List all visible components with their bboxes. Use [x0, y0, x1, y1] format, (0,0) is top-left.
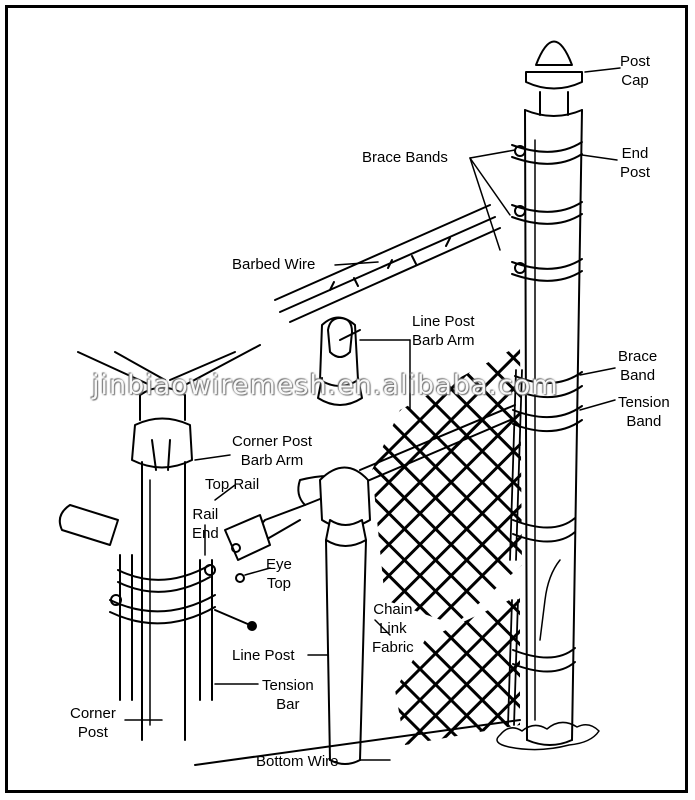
leader-lines — [124, 67, 621, 761]
line-post — [319, 466, 371, 765]
barbed-wire — [77, 204, 501, 386]
bottom-wire-line — [194, 719, 521, 766]
label-barbed-wire: Barbed Wire — [232, 256, 316, 273]
label-brace-bands: Brace Bands — [362, 149, 448, 166]
end-post — [496, 40, 600, 751]
label-top-rail: Top Rail — [205, 476, 260, 493]
label-line-post: Line Post — [232, 647, 295, 664]
corner-post — [58, 386, 257, 741]
label-bottom-wire: Bottom Wire — [256, 753, 339, 770]
watermark: jinbiaowiremesh.en.alibaba.com — [92, 370, 559, 401]
line-post-barb-arm-part — [317, 316, 363, 406]
